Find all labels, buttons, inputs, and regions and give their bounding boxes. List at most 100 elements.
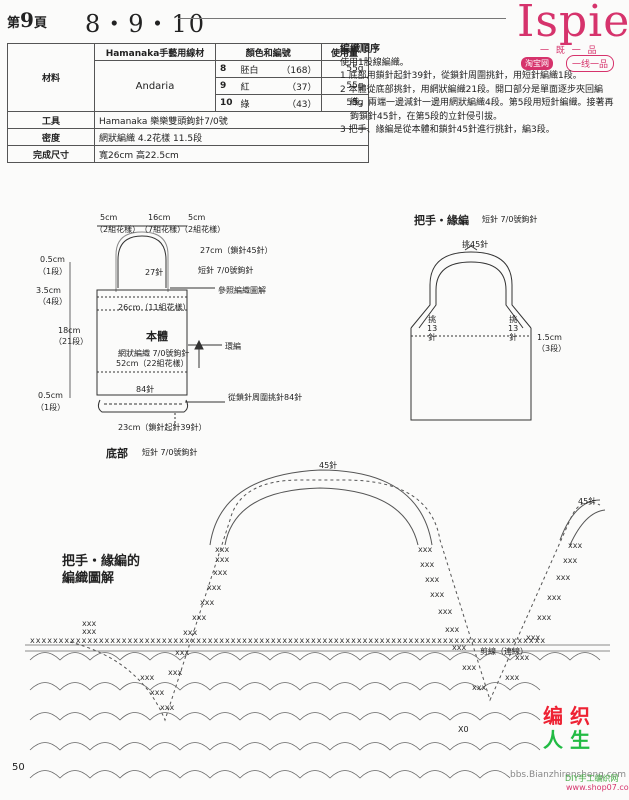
svg-text:xxx: xxx — [215, 555, 229, 564]
side-dim-sub: （1段） — [36, 403, 66, 412]
svg-text:xxx: xxx — [515, 653, 529, 662]
svg-text:xxx: xxx — [82, 627, 96, 636]
dim-top-left-sub: （2組花樣） — [95, 225, 141, 234]
header-divider — [178, 18, 506, 19]
svg-text:xxx: xxx — [175, 648, 189, 657]
watermark-shop: www.shop07.com — [566, 783, 629, 792]
shop-tag: 淘宝网 — [521, 57, 553, 70]
material-label: 材料 — [7, 43, 95, 112]
brand-subtitle: 一 既 一 品 — [540, 46, 599, 56]
mesh-arches — [25, 644, 610, 779]
page-prefix: 第 — [7, 16, 21, 31]
svg-text:xxx: xxx — [213, 568, 227, 577]
chain-45-label: 27cm（鎖針45針） — [200, 246, 273, 255]
size-value: 寬26cm 高22.5cm — [94, 145, 369, 163]
svg-text:xxx: xxx — [563, 556, 577, 565]
svg-text:xxx: xxx — [537, 613, 551, 622]
svg-text:xxx: xxx — [150, 688, 164, 697]
page-label: 第9頁 — [7, 8, 47, 32]
materials-table: 材料 Hamanaka手藝用線材 顏色和編號 使用量 Andaria 8 胚白 … — [7, 43, 369, 163]
dim-top-mid-sub: （7組花樣） — [140, 225, 186, 234]
svg-text:xxxxxxxxxxxxxxxxxxxxxxxxxxxxxx: xxxxxxxxxxxxxxxxxxxxxxxxxxxxxxxxxxxxxxxx… — [30, 636, 546, 645]
svg-text:xxx: xxx — [82, 619, 96, 628]
svg-text:xxx: xxx — [215, 545, 229, 554]
pickup-84-label: 從鎖針周圍挑針84針 — [228, 393, 303, 402]
step-item: 3 把手、緣編是從本體和鎖針45針進行挑針，編3段。 — [340, 125, 555, 135]
svg-text:xxx: xxx — [445, 625, 459, 634]
project-numbers: 8・9・10 — [85, 10, 207, 38]
pick-13-right: 挑 13 針 — [508, 315, 519, 342]
sts-27-label: 27針 — [145, 268, 164, 277]
svg-text:xxx: xxx — [547, 593, 561, 602]
dim-top-left: 5cm — [100, 213, 118, 222]
base-width-label: 23cm（鎖針起針39針） — [118, 423, 207, 432]
handle-diagram — [410, 245, 532, 421]
svg-text:xxx: xxx — [418, 545, 432, 554]
svg-text:xxx: xxx — [160, 703, 174, 712]
ref-chart-label: 參照編織圖解 — [218, 286, 266, 295]
svg-text:xxx: xxx — [472, 683, 486, 692]
side-dim: 3.5cm — [36, 286, 61, 295]
watermark-line1: 编 织 — [543, 704, 590, 728]
svg-text:xxx: xxx — [192, 613, 206, 622]
svg-text:xxx: xxx — [140, 673, 154, 682]
chart-title-2: 編織圖解 — [62, 571, 115, 586]
chart-sts-45b: 45針 — [578, 497, 597, 506]
chart-title-1: 把手・緣編的 — [62, 554, 141, 569]
dim-top-right-sub: （2組花樣） — [180, 225, 226, 234]
base-title: 底部 — [106, 447, 128, 460]
side-dim: 0.5cm — [40, 255, 65, 264]
svg-text:xxx: xxx — [452, 643, 466, 652]
svg-text:xxx: xxx — [568, 541, 582, 550]
handle-needle: 短針 7/0號鉤針 — [482, 215, 538, 224]
x0-label: X0 — [458, 725, 469, 734]
cut-yarn-label: 剪線（連線） — [480, 647, 528, 656]
sts-84-label: 84針 — [136, 385, 155, 394]
watermark-line2: 人 生 — [543, 728, 590, 752]
side-dim: 0.5cm — [38, 391, 63, 400]
side-3row-label: （3段） — [537, 344, 567, 353]
body-width-label: 26cm（11組花樣） — [118, 303, 191, 312]
svg-text:xxx: xxx — [438, 607, 452, 616]
brand-logo: Ispie — [517, 0, 629, 47]
svg-text:xxx: xxx — [425, 575, 439, 584]
bag-body-diagram — [69, 225, 225, 428]
svg-text:xxx: xxx — [430, 590, 444, 599]
body-title: 本體 — [146, 330, 168, 343]
stitch-marks: xxxxxxxxxxxxxxxxxxxxxxxxxxxxxxxxxxxxxxxx… — [30, 541, 582, 712]
base-needle-label: 短針 7/0號鉤針 — [142, 448, 198, 457]
handle-title: 把手・緣編 — [414, 214, 469, 227]
watermark-site: DIY手工编织网 — [565, 774, 619, 783]
svg-text:xxx: xxx — [526, 633, 540, 642]
step-item: 1 底部用鎖針起針39針，從鎖針周圍挑針，用短針編織1段。 — [340, 71, 582, 81]
mesh-label: 網狀編織 7/0號鉤針 — [118, 349, 190, 358]
step-item: 2 本體從底部挑針，用網狀編織21段。開口部分是單面逐步夾回編織，兩端一邊減針一… — [340, 84, 614, 122]
knitting-steps: 編織順序 使用1股線編織。 1 底部用鎖針起針39針，從鎖針周圍挑針，用短針編織… — [340, 43, 620, 138]
body-width2-label: 52cm（22組花樣） — [116, 359, 189, 368]
svg-text:xxx: xxx — [556, 573, 570, 582]
steps-title: 編織順序 — [340, 44, 380, 55]
page-number-big: 9 — [20, 8, 34, 32]
short-stitch-label: 短針 7/0號鉤針 — [198, 266, 254, 275]
side-dim: 18cm — [58, 326, 81, 335]
steps-intro: 使用1股線編織。 — [340, 57, 409, 68]
svg-text:xxx: xxx — [200, 598, 214, 607]
pick-45-label: 挑45針 — [462, 240, 489, 249]
svg-text:xxx: xxx — [462, 663, 476, 672]
svg-text:xxx: xxx — [505, 673, 519, 682]
dim-top-mid: 16cm — [148, 213, 171, 222]
side-dim-sub: （4段） — [38, 297, 68, 306]
usage-amount: 55g — [320, 60, 369, 78]
loop-label: 環編 — [225, 342, 241, 351]
dim-top-right: 5cm — [188, 213, 206, 222]
chart-sts-45: 45針 — [319, 461, 338, 470]
side-15-label: 1.5cm — [537, 333, 562, 342]
watermark-url: bbs.Bianzhirensheng.com — [510, 770, 626, 780]
size-label: 完成尺寸 — [7, 145, 95, 163]
svg-text:xxx: xxx — [183, 628, 197, 637]
shop-name-tag: 一线一品 — [566, 55, 615, 72]
page-suffix: 頁 — [33, 16, 47, 31]
svg-text:xxx: xxx — [168, 668, 182, 677]
side-dim-sub: （1段） — [38, 267, 68, 276]
